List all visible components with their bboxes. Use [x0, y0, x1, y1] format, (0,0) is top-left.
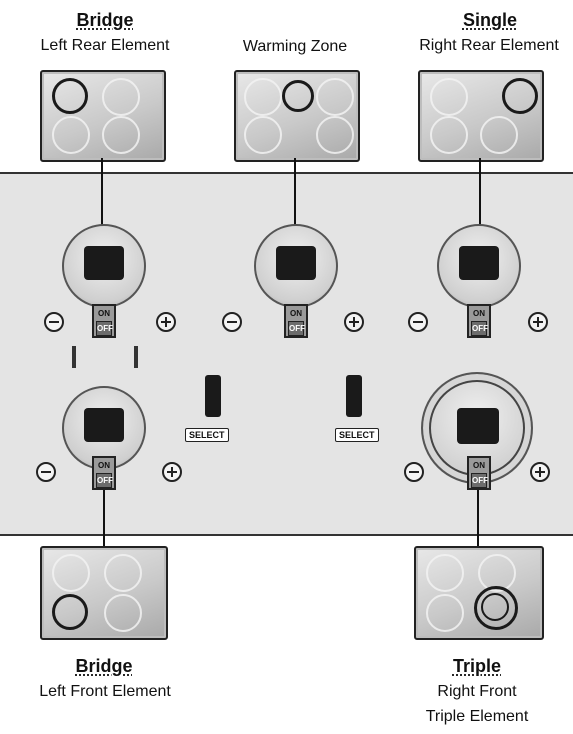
bottom-left-title: Bridge	[75, 656, 133, 676]
bottom-right-title: Triple	[452, 656, 501, 676]
knob-icon-right-rear[interactable]	[437, 224, 521, 308]
top-right-title: Single	[462, 10, 517, 30]
active-zone-indicator	[52, 594, 88, 630]
select-button-left[interactable]: SELECT	[185, 428, 229, 442]
bottom-right-subtitle-line1: Right Front	[437, 683, 517, 700]
active-zone-indicator-outer	[474, 586, 518, 630]
connector-line	[479, 158, 481, 238]
bottom-left-subtitle: Left Front Element	[39, 683, 171, 700]
display-right-rear	[459, 246, 499, 280]
plus-icon-left-rear[interactable]	[156, 312, 176, 332]
display-right-front	[457, 408, 499, 444]
bottom-right-subtitle-line2: Triple Element	[425, 708, 529, 725]
display-left-rear	[84, 246, 124, 280]
cooktop-icon-bottom-left	[40, 546, 168, 640]
minus-icon-left-rear[interactable]	[44, 312, 64, 332]
top-left-subtitle: Left Rear Element	[40, 37, 170, 54]
select-indicator-right	[346, 375, 362, 417]
display-warming	[276, 246, 316, 280]
select-button-right[interactable]: SELECT	[335, 428, 379, 442]
active-zone-indicator-middle	[481, 593, 509, 621]
bridge-indicator	[72, 346, 76, 368]
connector-line	[101, 158, 103, 238]
plus-icon-left-front[interactable]	[162, 462, 182, 482]
connector-line	[103, 490, 105, 546]
minus-icon-warming[interactable]	[222, 312, 242, 332]
active-zone-indicator	[502, 78, 538, 114]
bridge-indicator	[134, 346, 138, 368]
active-zone-indicator	[282, 80, 314, 112]
select-indicator-left	[205, 375, 221, 417]
top-right-subtitle: Right Rear Element	[419, 37, 559, 54]
plus-icon-right-rear[interactable]	[528, 312, 548, 332]
connector-line	[294, 158, 296, 238]
cooktop-icon-top-left	[40, 70, 166, 162]
plus-icon-warming[interactable]	[344, 312, 364, 332]
connector-line	[477, 490, 479, 546]
top-left-title: Bridge	[76, 10, 134, 30]
display-left-front	[84, 408, 124, 442]
active-zone-indicator	[52, 78, 88, 114]
knob-icon-left-rear[interactable]	[62, 224, 146, 308]
minus-icon-right-front[interactable]	[404, 462, 424, 482]
top-mid-subtitle: Warming Zone	[242, 38, 348, 55]
cooktop-icon-top-mid	[234, 70, 360, 162]
minus-icon-left-front[interactable]	[36, 462, 56, 482]
cooktop-icon-bottom-right	[414, 546, 544, 640]
knob-icon-warming[interactable]	[254, 224, 338, 308]
plus-icon-right-front[interactable]	[530, 462, 550, 482]
minus-icon-right-rear[interactable]	[408, 312, 428, 332]
cooktop-icon-top-right	[418, 70, 544, 162]
